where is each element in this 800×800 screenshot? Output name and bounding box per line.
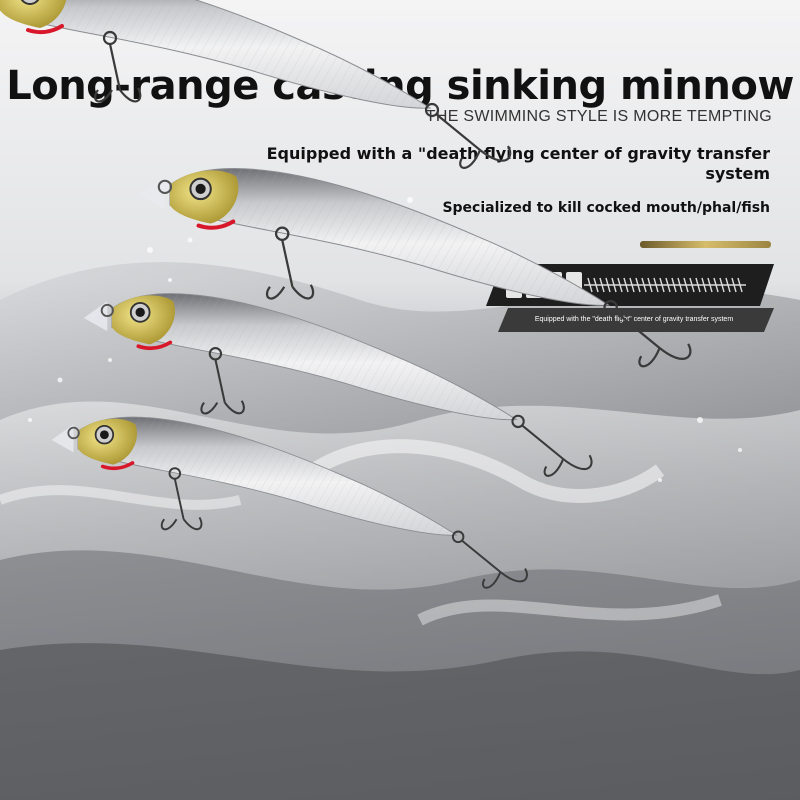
minnow-lure-bottom [49,415,529,590]
diagram-caption: Equipped with the "death flight" center … [534,316,734,323]
gold-accent-bar [640,241,771,248]
feature-line-1: Equipped with a "death flying center of … [266,144,770,183]
caption-panel [498,308,774,332]
subtitle: THE SWIMMING STYLE IS MORE TEMPTING [425,108,772,125]
feature-line-2: Specialized to kill cocked mouth/phal/fi… [442,200,770,216]
minnow-lure [0,0,512,169]
spring-coil [584,277,746,293]
